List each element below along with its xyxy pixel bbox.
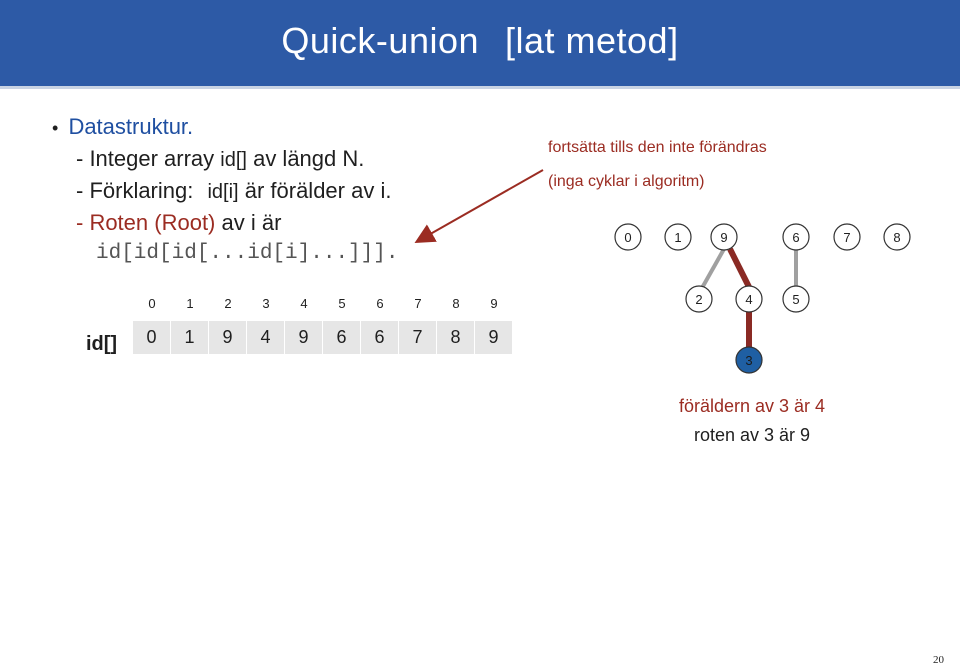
index-cell: 9 xyxy=(490,296,498,311)
caption-parent: föräldern av 3 är 4 xyxy=(620,396,884,417)
node-circle xyxy=(883,223,911,251)
bullet-datastruktur: • Datastruktur. xyxy=(52,114,193,140)
edge-9-4 xyxy=(727,247,752,289)
node-label: 2 xyxy=(695,292,702,307)
caption-root: roten av 3 är 9 xyxy=(620,425,884,446)
node-label: 0 xyxy=(624,230,631,245)
value-cell: 6 xyxy=(323,321,360,354)
node-label: 8 xyxy=(893,230,900,245)
node-label: 5 xyxy=(792,292,799,307)
value-cell: 1 xyxy=(171,321,208,354)
node-label: 9 xyxy=(720,230,727,245)
bullet-label: Datastruktur. xyxy=(68,114,194,139)
line1-suffix: av längd N. xyxy=(246,146,365,171)
array-label: id[] xyxy=(86,333,118,355)
node-label: 3 xyxy=(745,353,752,368)
value-cell: 9 xyxy=(209,321,246,354)
index-cell: 2 xyxy=(224,296,232,311)
caption-parent-prefix: föräldern av 3 xyxy=(678,396,795,416)
tree-node-2: 2 xyxy=(685,285,713,313)
tree-node-6: 6 xyxy=(782,223,810,251)
bullet-line-roten: - Roten (Root) av i är xyxy=(76,210,281,236)
bullet-dot: • xyxy=(52,118,59,138)
tree-node-5: 5 xyxy=(782,285,810,313)
value-cell: 0 xyxy=(133,321,170,354)
tree-node-4: 4 xyxy=(735,285,763,313)
node-label: 7 xyxy=(843,230,850,245)
bullet-line-root-formula: id[id[id[...id[i]...]]]. xyxy=(96,242,399,265)
value-cell: 9 xyxy=(475,321,512,354)
value-cell: 7 xyxy=(399,321,436,354)
page-number: 20 xyxy=(933,654,944,666)
index-cell: 0 xyxy=(148,296,156,311)
index-cell: 7 xyxy=(414,296,422,311)
node-label: 6 xyxy=(792,230,799,245)
node-circle xyxy=(782,285,810,313)
caption-parent-suffix: är 4 xyxy=(794,396,826,416)
annotation-line-2: (inga cyklar i algoritm) xyxy=(548,173,705,190)
tree-node-1: 1 xyxy=(664,223,692,251)
tree-nodes: 0 1 9 6 7 8 2 4 5 3 xyxy=(614,223,911,374)
slide-title: Quick-union [lat metod] xyxy=(0,20,960,62)
node-circle xyxy=(735,346,763,374)
index-cell: 6 xyxy=(376,296,384,311)
node-circle xyxy=(782,223,810,251)
node-circle xyxy=(735,285,763,313)
node-circle xyxy=(833,223,861,251)
edge-9-2 xyxy=(700,248,726,289)
tree-node-3: 3 xyxy=(735,346,763,374)
annotation-line-1: fortsätta tills den inte förändras xyxy=(548,139,767,156)
tree-node-9: 9 xyxy=(710,223,738,251)
node-circle xyxy=(710,223,738,251)
caption-root-suffix: är 9 xyxy=(779,425,811,445)
node-circle xyxy=(685,285,713,313)
bullet-line-forklaring: - Förklaring: id[i] är förälder av i. xyxy=(76,178,391,204)
line3-prefix: - Roten (Root) xyxy=(76,210,216,235)
tree-node-0: 0 xyxy=(614,223,642,251)
value-cell: 9 xyxy=(285,321,322,354)
line2-suffix: är förälder av i. xyxy=(238,178,392,203)
index-cell: 1 xyxy=(186,296,194,311)
value-cell: 6 xyxy=(361,321,398,354)
index-cell: 4 xyxy=(300,296,308,311)
index-cell: 5 xyxy=(338,296,346,311)
title-note: [lat metod] xyxy=(505,20,679,61)
index-cell: 8 xyxy=(452,296,460,311)
node-circle xyxy=(664,223,692,251)
value-cell: 4 xyxy=(247,321,284,354)
bullet-line-integer-array: - Integer array id[] av längd N. xyxy=(76,146,364,172)
tree-node-8: 8 xyxy=(883,223,911,251)
node-label: 4 xyxy=(745,292,752,307)
annotation-arrow xyxy=(414,169,544,243)
line1-prefix: - Integer array xyxy=(76,146,221,171)
tree-node-7: 7 xyxy=(833,223,861,251)
line1-code: id[] xyxy=(220,149,247,171)
index-cell: 3 xyxy=(262,296,270,311)
value-cell: 8 xyxy=(437,321,474,354)
title-bar: Quick-union [lat metod] xyxy=(0,0,960,89)
caption-root-prefix: roten av 3 xyxy=(693,425,780,445)
line2-prefix: - Förklaring: xyxy=(76,178,200,203)
node-circle xyxy=(614,223,642,251)
line3-suffix: av i är xyxy=(215,210,282,235)
title-main: Quick-union xyxy=(281,20,479,61)
node-label: 1 xyxy=(674,230,681,245)
line2-code: id[i] xyxy=(207,181,239,203)
